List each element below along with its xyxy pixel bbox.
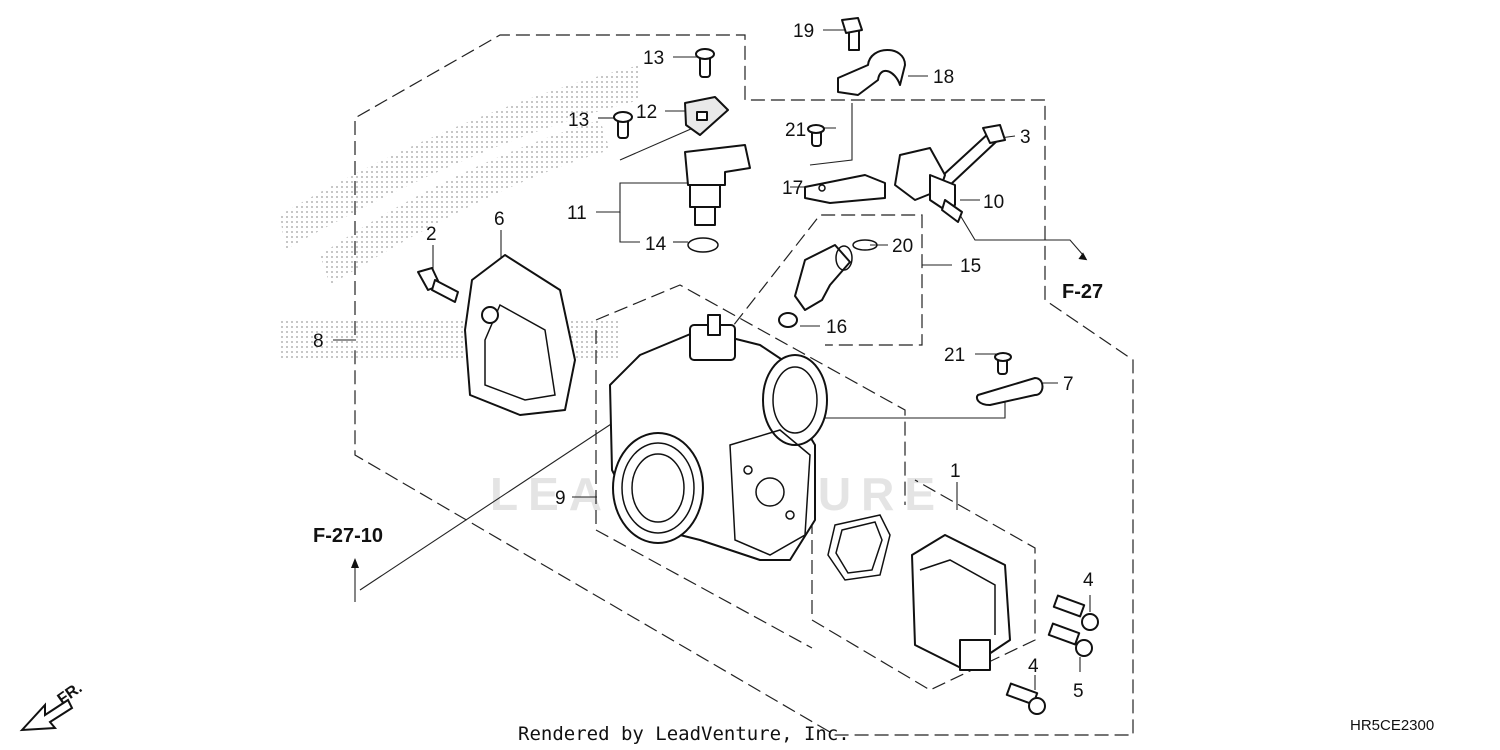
callout-13-top: 13 <box>643 48 664 69</box>
callout-15: 15 <box>960 256 981 277</box>
part-throttle-body <box>609 314 828 561</box>
part-throttle-position-sensor <box>827 514 1099 715</box>
credit-text: Rendered by LeadVenture, Inc. <box>518 723 850 745</box>
part-fuel-injector <box>778 239 878 328</box>
callout-14: 14 <box>645 234 667 255</box>
callout-12: 12 <box>636 102 657 123</box>
callout-numbers: 19 18 13 13 12 21 3 17 10 11 2 6 14 20 1… <box>313 21 1094 702</box>
callout-9: 9 <box>555 488 566 509</box>
ref-label-f27: F-27 <box>1062 281 1103 303</box>
callout-8: 8 <box>313 331 324 352</box>
callout-4-upper: 4 <box>1083 570 1094 591</box>
callout-2: 2 <box>426 224 437 245</box>
callout-5: 5 <box>1073 681 1084 702</box>
callout-20: 20 <box>892 236 913 257</box>
callout-21-top: 21 <box>785 120 806 141</box>
callout-3: 3 <box>1020 127 1031 148</box>
callout-19: 19 <box>793 21 814 42</box>
diagram-code: HR5CE2300 <box>1350 717 1434 734</box>
part-pressure-sensor <box>894 124 1006 223</box>
callout-6: 6 <box>494 209 505 230</box>
callout-17: 17 <box>782 178 803 199</box>
front-direction-arrow-icon <box>19 698 74 732</box>
part-bracket <box>975 352 1044 406</box>
callout-7: 7 <box>1063 374 1074 395</box>
part-sensor-assembly <box>613 48 751 253</box>
ref-label-f27-10: F-27-10 <box>313 525 383 547</box>
callout-18: 18 <box>933 67 954 88</box>
callout-13-left: 13 <box>568 110 589 131</box>
assembly-dashed-outlines <box>354 34 1134 736</box>
front-direction-label: FR. <box>55 680 86 709</box>
callout-4-lower: 4 <box>1028 656 1039 677</box>
callout-10: 10 <box>983 192 1004 213</box>
part-clamp-and-plate <box>804 17 906 204</box>
callout-11: 11 <box>567 203 587 224</box>
callout-21-right: 21 <box>944 345 965 366</box>
leader-lines <box>333 29 1091 690</box>
part-cover <box>417 254 576 416</box>
callout-1: 1 <box>950 461 961 482</box>
callout-16: 16 <box>826 317 847 338</box>
